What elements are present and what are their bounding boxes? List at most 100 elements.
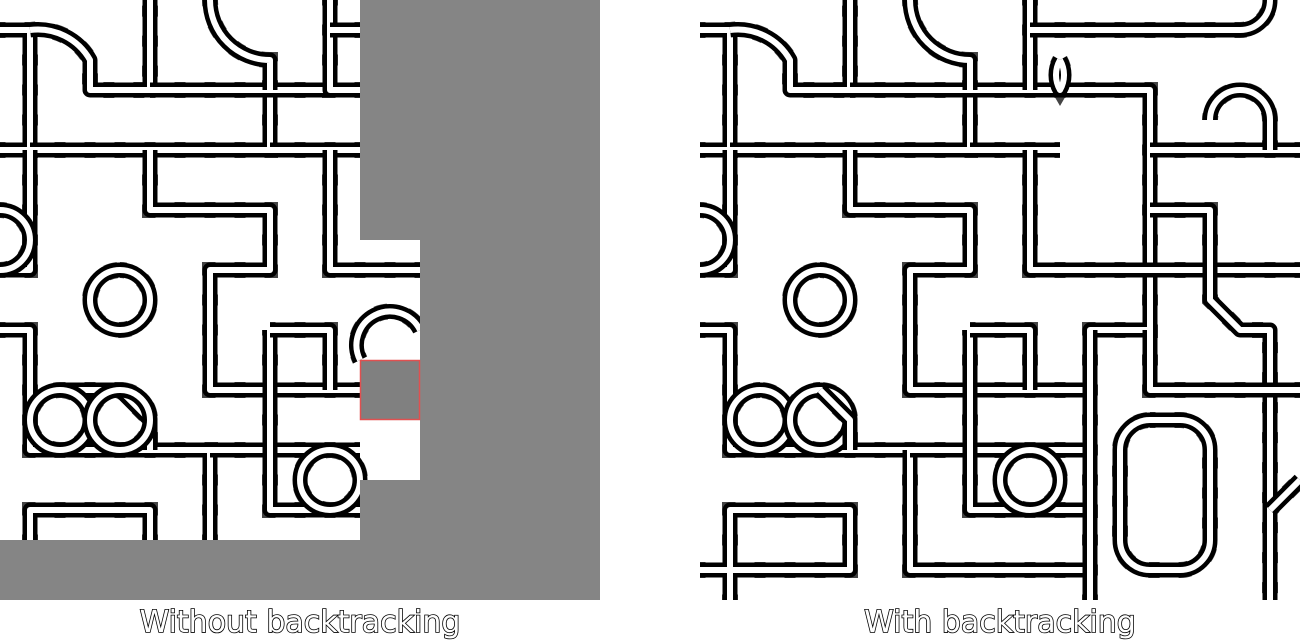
track-rail-gap	[700, 27, 733, 153]
unfilled-cell	[480, 540, 540, 600]
track-rail-gap	[1207, 87, 1273, 150]
track-ties	[1112, 412, 1218, 578]
track-rail-outer	[0, 22, 38, 158]
rails-layer	[0, 0, 427, 540]
track-rail-gap	[0, 327, 213, 540]
conflict-cell	[359, 359, 421, 421]
track-rail-gap	[700, 207, 733, 273]
track-rail-outer	[700, 502, 858, 600]
panel-with-backtracking	[700, 0, 1300, 600]
unfilled-cell	[420, 0, 480, 60]
track-rail-gap	[907, 450, 1090, 573]
track-rail-gap	[87, 267, 153, 333]
track-rail-gap	[1117, 417, 1213, 573]
panel-without-backtracking	[0, 0, 600, 600]
unfilled-cell	[300, 540, 360, 600]
unfilled-cell	[180, 540, 240, 600]
track-rail-outer	[700, 202, 738, 278]
unfilled-cell	[540, 60, 600, 120]
track-rail-outer	[970, 322, 1038, 390]
track-rail-gap	[1150, 207, 1273, 600]
track-rail-outer	[262, 330, 360, 518]
track-rail-outer	[30, 82, 278, 158]
track-rail-gap	[0, 27, 33, 153]
track-rail-outer	[22, 502, 158, 540]
track-rail-gap	[29, 0, 153, 93]
unfilled-cell	[540, 120, 600, 180]
track-rail-gap	[729, 0, 853, 93]
track-rail-gap	[700, 507, 853, 600]
track-rail-gap	[997, 447, 1063, 513]
track-rail-gap	[970, 327, 1033, 390]
track-rail-gap	[147, 150, 360, 393]
unfilled-cell	[480, 180, 540, 240]
track-rail-gap	[1147, 330, 1300, 393]
unfilled-cell	[480, 480, 540, 540]
unfilled-cell	[420, 420, 480, 480]
track-rail-gap	[787, 387, 853, 453]
unfilled-cell	[480, 60, 540, 120]
track-rail-gap	[1030, 0, 1273, 33]
track-rail-outer	[1030, 0, 1278, 38]
unfilled-cell	[240, 540, 300, 600]
unfilled-cell	[540, 360, 600, 420]
unfilled-cell	[420, 180, 480, 240]
track-ties	[850, 82, 1158, 150]
unfilled-cell	[360, 120, 420, 180]
track-rail-outer	[270, 322, 338, 390]
track-rail-gap	[817, 387, 853, 450]
track-rail-gap	[1267, 477, 1300, 513]
track-rail-outer	[730, 82, 978, 158]
track-rail-gap	[327, 150, 420, 273]
unfilled-cell	[420, 300, 480, 360]
unfilled-cell	[540, 480, 600, 540]
track-rail-gap	[207, 0, 273, 90]
unfilled-cell	[480, 300, 540, 360]
track-rail-gap	[27, 387, 93, 453]
track-ties	[270, 322, 338, 390]
track-rail-outer	[1120, 150, 1158, 338]
track-rail-gap	[30, 87, 273, 153]
track-ties	[730, 82, 978, 158]
unfilled-cell	[540, 420, 600, 480]
track-rail-outer	[322, 0, 360, 98]
track-rail-gap	[787, 267, 853, 333]
unfilled-cell	[480, 360, 540, 420]
track-rail-gap	[297, 447, 363, 513]
track-rail-outer	[700, 22, 738, 158]
track-rail-gap	[353, 308, 423, 362]
track-rail-gap	[87, 387, 153, 453]
track-ties	[30, 82, 278, 158]
track-ties	[262, 330, 360, 518]
unfilled-cell	[360, 0, 420, 60]
track-rail-outer	[902, 0, 978, 90]
track-rail-gap	[267, 330, 360, 513]
track-rail-gap	[847, 150, 1090, 393]
unfilled-cell	[420, 240, 480, 300]
unfilled-cell	[540, 180, 600, 240]
unfilled-cell	[360, 540, 420, 600]
unfilled-cell	[360, 480, 420, 540]
track-rail-gap	[730, 87, 973, 153]
unfilled-cell	[420, 540, 480, 600]
unfilled-cell	[480, 240, 540, 300]
unfilled-cell	[480, 420, 540, 480]
unfilled-cell	[360, 60, 420, 120]
track-rail-gap	[0, 207, 33, 273]
unfilled-cell	[420, 360, 480, 420]
unfilled-cell	[540, 540, 600, 600]
track-rail-outer	[0, 202, 38, 278]
track-rail-gap	[270, 327, 333, 390]
unfilled-cell	[540, 240, 600, 300]
track-diagram-without-backtracking	[0, 0, 600, 600]
track-rail-gap	[727, 387, 793, 453]
unfilled-cell	[420, 120, 480, 180]
unfilled-cell	[360, 180, 420, 240]
track-rail-gap	[27, 507, 153, 540]
caption-with-backtracking: With backtracking	[863, 604, 1136, 641]
track-rail-outer	[202, 0, 278, 90]
track-rail-outer	[850, 82, 1158, 150]
unfilled-cell	[480, 0, 540, 60]
track-rail-outer	[1112, 412, 1218, 578]
track-rail-gap	[850, 87, 1153, 150]
